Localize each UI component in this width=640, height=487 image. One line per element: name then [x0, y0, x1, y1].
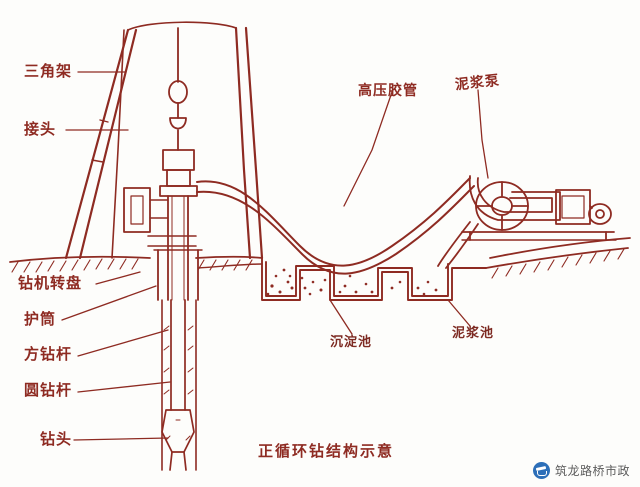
- ground-line: [9, 255, 263, 263]
- tripod-legs: [64, 28, 138, 260]
- ground-hatching-right: [491, 248, 625, 279]
- swivel-head: [159, 149, 198, 197]
- label-joint: 接头: [24, 120, 57, 138]
- label-round-drill-pipe: 圆钻杆: [24, 381, 73, 399]
- tripod-apex: [127, 21, 237, 31]
- borehole-fill: [163, 325, 194, 441]
- mud-pump: [437, 175, 617, 269]
- slurry-speckles: [266, 268, 438, 296]
- label-leader-lines: [61, 71, 489, 441]
- round-drill-pipe: [170, 299, 186, 411]
- ground-hatching: [11, 258, 253, 273]
- label-high-pressure-hose: 高压胶管: [358, 83, 418, 99]
- label-rotary-table: 钻机转盘: [18, 274, 83, 292]
- label-settling-pit: 沉淀池: [330, 335, 373, 350]
- pit-profile: [261, 257, 487, 301]
- tripod-right-legs: [234, 26, 264, 260]
- circle-logo-icon: [532, 462, 550, 479]
- high-pressure-hose: [196, 177, 475, 275]
- casing: [153, 249, 203, 301]
- watermark: 筑龙路桥市政: [532, 462, 630, 479]
- label-square-kelly: 方钻杆: [24, 345, 73, 363]
- label-mud-pit: 泥浆池: [452, 326, 495, 341]
- drill-bit: [161, 409, 195, 471]
- kelly-bar-square: [167, 195, 189, 301]
- borehole: [161, 299, 197, 471]
- watermark-text: 筑龙路桥市政: [554, 464, 630, 478]
- rotary-table: [123, 187, 197, 247]
- label-casing: 护筒: [24, 310, 57, 328]
- return-flow-line: [197, 263, 263, 269]
- diagram-caption: 正循环钻结构示意: [258, 442, 395, 460]
- hoist-pulley: [168, 27, 188, 151]
- label-drill-bit: 钻头: [40, 430, 73, 448]
- label-tripod: 三角架: [24, 62, 73, 80]
